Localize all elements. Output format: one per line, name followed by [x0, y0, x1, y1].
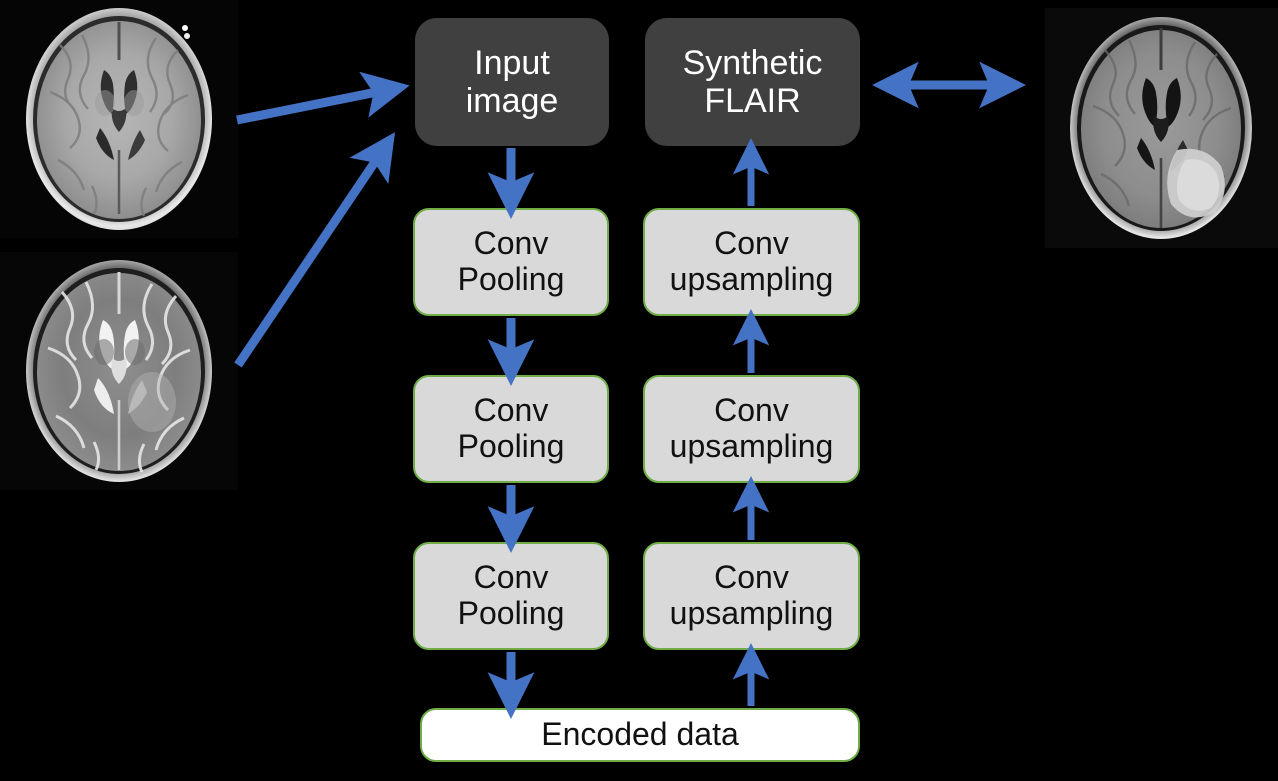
node-conv-upsampling-3[interactable]: Conv upsampling	[643, 542, 860, 650]
t1-mri-render	[0, 0, 238, 238]
input-image-t2	[0, 252, 238, 490]
t2-mri-render	[0, 252, 238, 490]
node-conv-upsampling-2[interactable]: Conv upsampling	[643, 375, 860, 483]
flair-mri-render	[1045, 8, 1278, 248]
input-image-t1	[0, 0, 238, 238]
arrow-t2-to-input	[234, 132, 396, 368]
node-conv-pooling-3[interactable]: Conv Pooling	[413, 542, 609, 650]
reference-flair-image	[1045, 8, 1278, 248]
node-synthetic-flair[interactable]: Synthetic FLAIR	[645, 18, 860, 146]
arrow-t1-to-input	[236, 71, 410, 125]
node-conv-pooling-1[interactable]: Conv Pooling	[413, 208, 609, 316]
node-conv-upsampling-1[interactable]: Conv upsampling	[643, 208, 860, 316]
node-encoded-data[interactable]: Encoded data	[420, 708, 860, 762]
node-input-image[interactable]: Input image	[415, 18, 609, 146]
node-conv-pooling-2[interactable]: Conv Pooling	[413, 375, 609, 483]
